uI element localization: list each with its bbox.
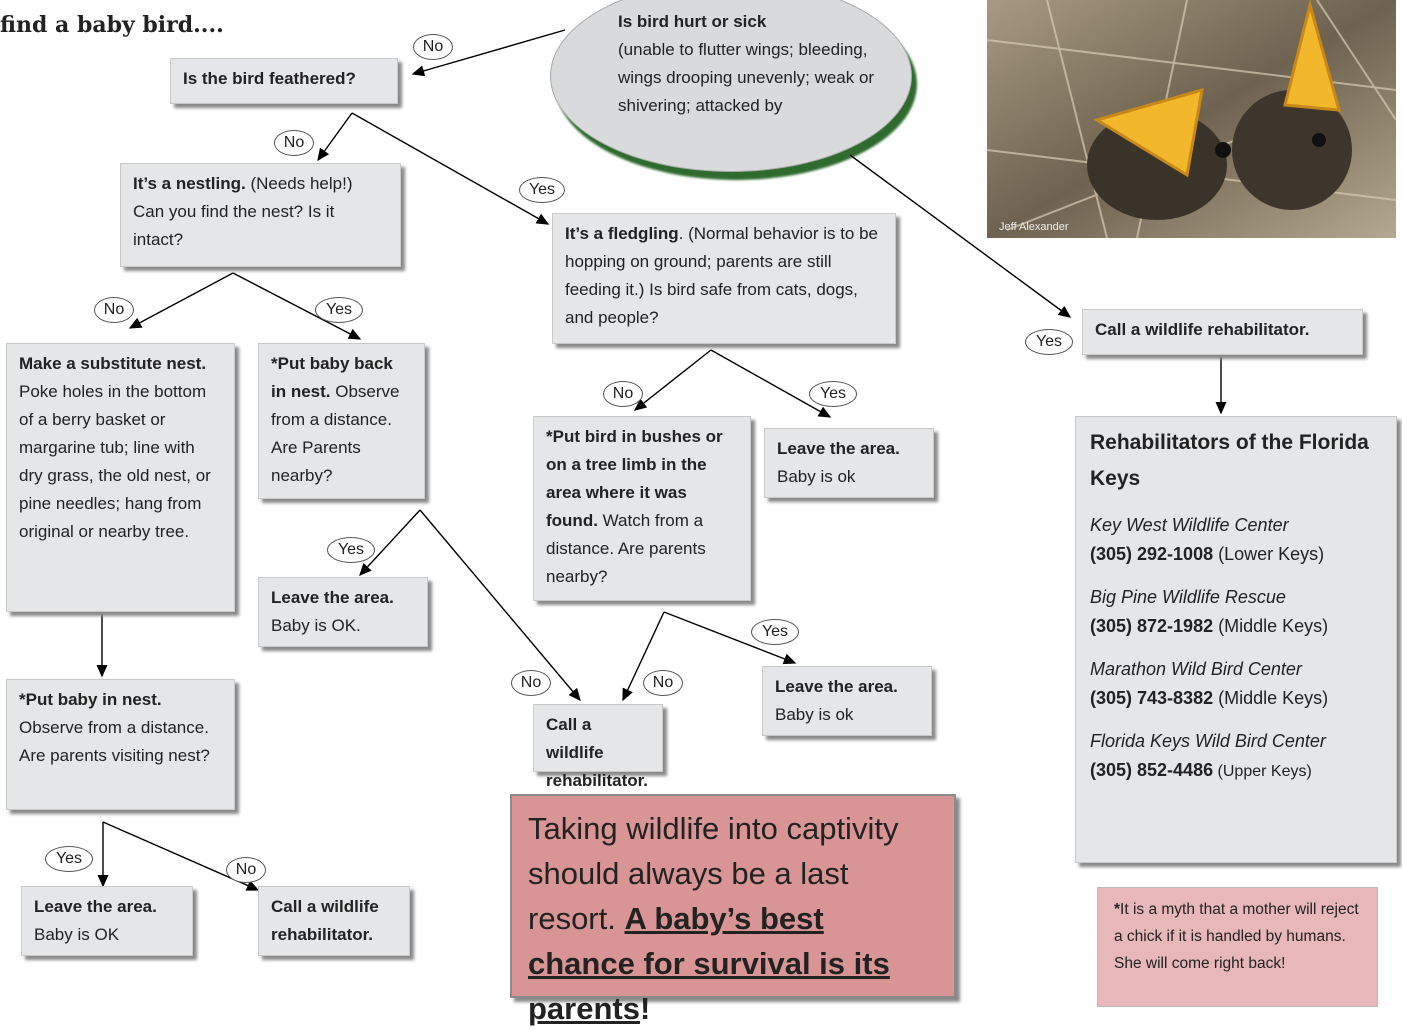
feathered-question-box: Is the bird feathered?: [170, 58, 398, 104]
rehab-entry: Key West Wildlife Center (305) 292-1008 …: [1090, 511, 1382, 569]
page-title: find a baby bird....: [0, 12, 224, 38]
nestling-heading: It’s a nestling.: [133, 174, 246, 193]
substitute-text: Poke holes in the bottom of a berry bask…: [19, 382, 211, 541]
rehab-entry: Big Pine Wildlife Rescue (305) 872-1982 …: [1090, 583, 1382, 641]
substitute-heading: Make a substitute nest.: [19, 354, 207, 373]
rehab-entry: Florida Keys Wild Bird Center (305) 852-…: [1090, 727, 1382, 786]
rehab-name: Big Pine Wildlife Rescue: [1090, 587, 1286, 607]
arrow-bushes-no: [622, 611, 665, 702]
feathered-question: Is the bird feathered?: [183, 69, 356, 88]
arrow-feathered-yes: [351, 112, 550, 225]
hurt-question-body: (unable to flutter wings; bleeding, wing…: [618, 40, 875, 115]
leave-area-text: Baby is OK: [34, 925, 120, 944]
rehab-area: (Upper Keys): [1213, 763, 1312, 780]
put-back-text: Observe from a distance. Are Parents nea…: [271, 382, 400, 485]
call-rehab-bot-box: Call a wildlife rehabilitator.: [258, 886, 410, 956]
callout-text: Taking wildlife into captivity should al…: [528, 811, 899, 936]
arrow-fledgling-yes: [710, 349, 832, 418]
leave-area-box: Leave the area. Baby is ok: [764, 428, 934, 498]
arrow-oval-no: [411, 29, 566, 77]
call-rehab-bot: Call a wildlife rehabilitator.: [271, 897, 379, 944]
rehab-phone[interactable]: (305) 743-8382: [1090, 688, 1214, 708]
label-yes: Yes: [519, 177, 565, 203]
nestling-text: (Needs help!) Can you find the nest? Is …: [133, 174, 353, 249]
leave-area-text: Baby is ok: [777, 467, 856, 486]
bushes-text: Watch from a distance. Are parents nearb…: [546, 511, 706, 586]
leave-area-box: Leave the area. Baby is OK: [21, 886, 193, 956]
leave-area-text: Baby is OK.: [271, 616, 361, 635]
hurt-question-oval: [550, 0, 912, 172]
rehab-heading: Rehabilitators of the Florida Keys: [1090, 431, 1369, 490]
label-yes: Yes: [315, 297, 363, 323]
rehab-name: Key West Wildlife Center: [1090, 515, 1289, 535]
rehab-entry: Marathon Wild Bird Center (305) 743-8382…: [1090, 655, 1382, 713]
baby-birds-photo: Jeff Alexander: [987, 0, 1396, 238]
arrow-fledgling-no: [633, 349, 712, 411]
rehab-name: Florida Keys Wild Bird Center: [1090, 731, 1326, 751]
label-no: No: [94, 297, 134, 323]
label-no: No: [643, 670, 683, 696]
nestling-box: It’s a nestling. (Needs help!) Can you f…: [120, 163, 401, 267]
leave-area-heading: Leave the area.: [271, 588, 394, 607]
hurt-question-text: Is bird hurt or sick (unable to flutter …: [618, 8, 878, 120]
arrow-nestling-no: [128, 272, 234, 329]
call-rehab-top: Call a wildlife rehabilitator.: [1095, 320, 1310, 339]
label-no: No: [603, 381, 643, 407]
myth-star: *: [1114, 901, 1121, 918]
myth-note: *It is a myth that a mother will reject …: [1097, 887, 1378, 1007]
rehab-phone[interactable]: (305) 872-1982: [1090, 616, 1214, 636]
flow-arrows: [96, 29, 1227, 891]
hurt-question-heading: Is bird hurt or sick: [618, 12, 767, 31]
bushes-box: *Put bird in bushes or on a tree limb in…: [533, 416, 751, 601]
put-back-box: *Put baby back in nest. Observe from a d…: [258, 343, 425, 499]
rehab-area: (Lower Keys): [1213, 544, 1325, 564]
label-no: No: [226, 857, 266, 883]
arrow-bushes-yes: [663, 611, 797, 665]
call-rehab-mid: Call a wildlife rehabilitator.: [546, 715, 649, 790]
arrow-putback-no: [419, 509, 581, 702]
callout-end: !: [639, 991, 651, 1026]
rehab-area: (Middle Keys): [1213, 616, 1329, 636]
label-yes: Yes: [45, 846, 93, 872]
arrow-oval-yes: [849, 154, 1072, 318]
myth-text: It is a myth that a mother will reject a…: [1114, 901, 1359, 972]
photo-credit: Jeff Alexander: [999, 221, 1069, 233]
label-yes: Yes: [751, 619, 799, 645]
arrow-putback-yes: [359, 509, 421, 577]
label-no: No: [274, 130, 314, 156]
label-no: No: [413, 34, 453, 60]
rehab-area: (Middle Keys): [1213, 688, 1329, 708]
leave-area-text: Baby is ok: [775, 705, 854, 724]
rehab-name: Marathon Wild Bird Center: [1090, 659, 1302, 679]
leave-area-box: Leave the area. Baby is ok: [762, 666, 932, 736]
rehab-phone[interactable]: (305) 292-1008: [1090, 544, 1214, 564]
last-resort-callout: Taking wildlife into captivity should al…: [510, 794, 956, 1026]
put-in-nest-box: *Put baby in nest. Observe from a distan…: [6, 679, 235, 810]
rehabilitators-panel: Rehabilitators of the Florida Keys Key W…: [1075, 416, 1397, 863]
put-back-heading: *Put baby back in nest.: [271, 354, 393, 401]
label-yes: Yes: [327, 537, 375, 563]
leave-area-box: Leave the area. Baby is OK.: [258, 577, 428, 647]
fledgling-text: . (Normal behavior is to be hopping on g…: [565, 224, 879, 327]
rehab-phone[interactable]: (305) 852-4486: [1090, 760, 1214, 780]
call-rehab-top-box: Call a wildlife rehabilitator.: [1082, 309, 1363, 355]
label-yes: Yes: [809, 381, 857, 407]
leave-area-heading: Leave the area.: [777, 439, 900, 458]
arrow-nestling-yes: [232, 272, 362, 340]
leave-area-heading: Leave the area.: [34, 897, 157, 916]
label-no: No: [511, 670, 551, 696]
fledgling-heading: It’s a fledgling: [565, 224, 679, 243]
leave-area-heading: Leave the area.: [775, 677, 898, 696]
put-in-nest-text: Observe from a distance. Are parents vis…: [19, 718, 210, 765]
label-yes: Yes: [1025, 329, 1073, 355]
put-in-nest-heading: *Put baby in nest.: [19, 690, 162, 709]
call-rehab-mid-box: Call a wildlife rehabilitator.: [533, 704, 663, 790]
bushes-heading: *Put bird in bushes or on a tree limb in…: [546, 427, 723, 530]
fledgling-box: It’s a fledgling. (Normal behavior is to…: [552, 213, 896, 344]
arrow-feathered-no: [317, 112, 353, 162]
substitute-nest-box: Make a substitute nest. Poke holes in th…: [6, 343, 235, 612]
